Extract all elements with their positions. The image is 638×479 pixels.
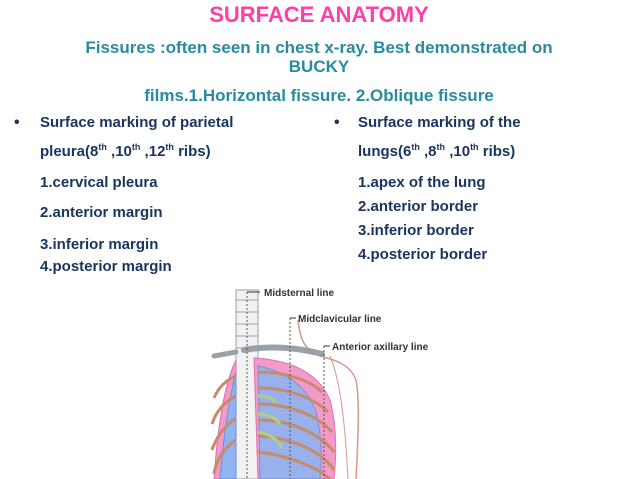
subtitle-line-3: films.1.Horizontal fissure. 2.Oblique fi…: [144, 86, 494, 105]
list-item: 3.inferior border: [358, 222, 474, 239]
bullet-icon: •: [334, 114, 340, 131]
subtitle-line-2: BUCKY: [288, 57, 350, 76]
rib-cartilage: [257, 394, 284, 449]
list-item: 1.cervical pleura: [40, 174, 158, 191]
list-item: 2.anterior margin: [40, 204, 163, 221]
list-item: 3.inferior margin: [40, 236, 159, 253]
left-heading-line-2: pleura(8th ,10th ,12th ribs): [40, 142, 211, 160]
ribs: [210, 370, 336, 479]
clavicle-left: [211, 349, 239, 359]
right-heading-line-2: lungs(6th ,8th ,10th ribs): [358, 142, 516, 160]
subtitle-line-1: Fissures :often seen in chest x-ray. Bes…: [85, 38, 553, 57]
list-item: 4.posterior margin: [40, 258, 172, 275]
list-item: 2.anterior border: [358, 198, 479, 215]
right-heading-line-1: Surface marking of the: [358, 114, 521, 131]
bullet-icon: •: [14, 114, 20, 131]
arm-outline: [329, 355, 349, 479]
figure-label-midclavicular: Midclavicular line: [298, 314, 382, 325]
page-title: SURFACE ANATOMY: [209, 2, 429, 27]
body-outline: [297, 319, 360, 479]
list-item: 4.posterior border: [358, 246, 488, 263]
list-item: 1.apex of the lung: [358, 174, 486, 191]
clavicle: [241, 344, 325, 357]
figure-label-midsternal: Midsternal line: [264, 288, 334, 299]
left-heading-line-1: Surface marking of parietal: [40, 114, 234, 131]
figure-label-anterior-axillary: Anterior axillary line: [332, 342, 429, 353]
